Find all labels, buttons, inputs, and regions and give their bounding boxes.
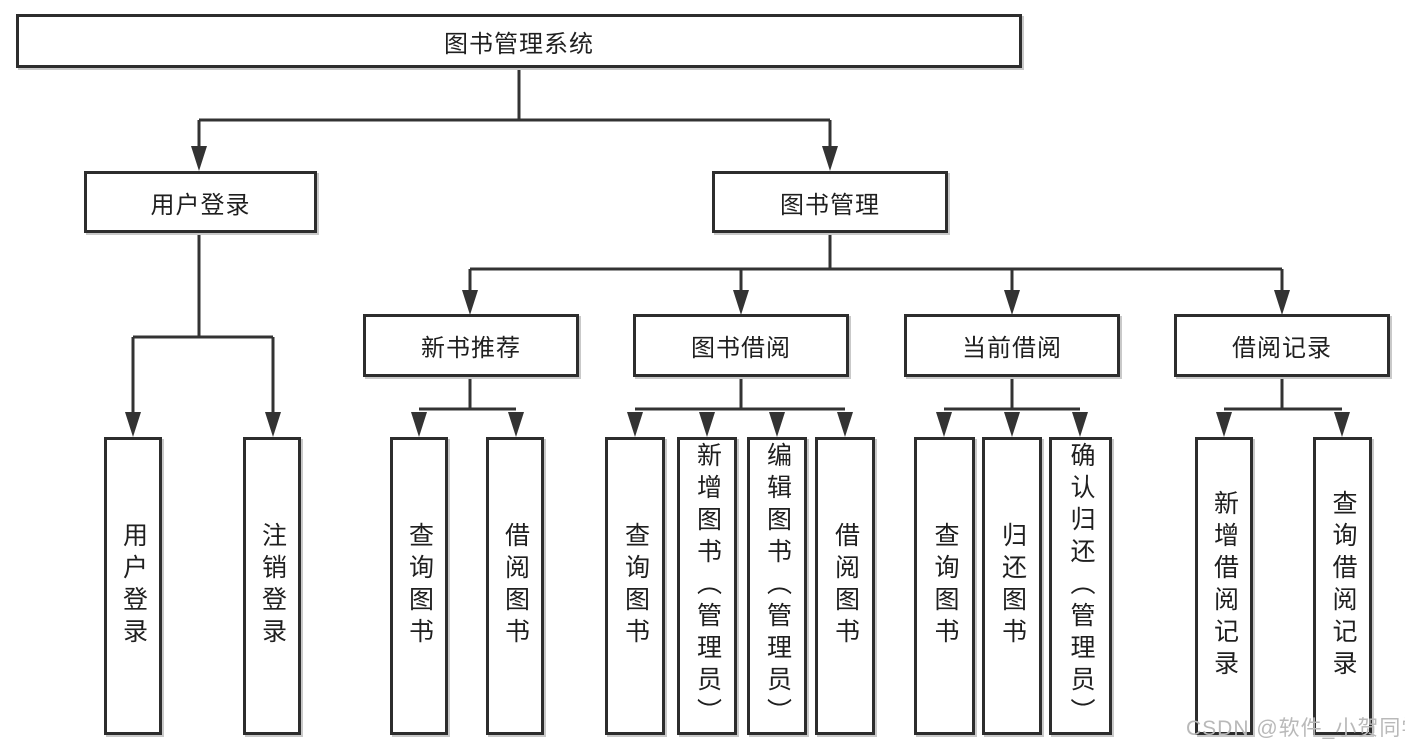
leaf-borrow-edit: 编辑图书（管理员）: [747, 437, 807, 735]
leaf-current-query-label: 查询图书: [931, 522, 959, 650]
leaf-newbooks-borrow: 借阅图书: [486, 437, 544, 735]
leaf-user-login-label: 用户登录: [119, 522, 148, 650]
node-user-login-label: 用户登录: [150, 191, 251, 219]
node-book-management: 图书管理: [712, 171, 948, 233]
leaf-current-confirm: 确认归还（管理员）: [1049, 437, 1112, 735]
node-user-login: 用户登录: [84, 171, 317, 233]
leaf-records-query-label: 查询借阅记录: [1329, 490, 1357, 682]
leaf-records-add-label: 新增借阅记录: [1210, 490, 1239, 682]
node-borrow-records: 借阅记录: [1174, 314, 1390, 377]
node-current-borrow-label: 当前借阅: [962, 335, 1062, 362]
leaf-current-confirm-label: 确认归还（管理员）: [1067, 442, 1095, 730]
leaf-records-add: 新增借阅记录: [1195, 437, 1253, 735]
leaf-logout: 注销登录: [243, 437, 301, 735]
node-new-books: 新书推荐: [363, 314, 579, 377]
node-borrow-records-label: 借阅记录: [1232, 335, 1332, 362]
leaf-borrow-query: 查询图书: [605, 437, 665, 735]
node-new-books-label: 新书推荐: [421, 335, 521, 362]
leaf-borrow-add: 新增图书（管理员）: [677, 437, 737, 735]
leaf-user-login: 用户登录: [104, 437, 162, 735]
connector-lines: [131, 68, 1342, 415]
leaf-records-query: 查询借阅记录: [1313, 437, 1372, 735]
leaf-newbooks-borrow-label: 借阅图书: [501, 522, 530, 650]
watermark: CSDN @软件_小贺同学: [1186, 717, 1405, 740]
leaf-borrow-edit-label: 编辑图书（管理员）: [763, 442, 792, 730]
leaf-logout-label: 注销登录: [258, 522, 287, 650]
leaf-current-return: 归还图书: [982, 437, 1042, 735]
leaf-current-return-label: 归还图书: [998, 522, 1027, 650]
leaf-newbooks-query: 查询图书: [390, 437, 448, 735]
leaf-newbooks-query-label: 查询图书: [405, 522, 434, 650]
arrow-head-icons: [125, 146, 1350, 437]
node-root-label: 图书管理系统: [444, 30, 594, 58]
leaf-borrow-book-label: 借阅图书: [831, 522, 860, 650]
leaf-borrow-book: 借阅图书: [815, 437, 875, 735]
leaf-current-query: 查询图书: [914, 437, 975, 735]
node-book-management-label: 图书管理: [780, 191, 880, 219]
node-current-borrow: 当前借阅: [904, 314, 1120, 377]
node-root: 图书管理系统: [16, 14, 1022, 68]
node-book-borrow: 图书借阅: [633, 314, 849, 377]
leaf-borrow-query-label: 查询图书: [621, 522, 650, 650]
node-book-borrow-label: 图书借阅: [691, 335, 791, 362]
leaf-borrow-add-label: 新增图书（管理员）: [693, 442, 722, 730]
